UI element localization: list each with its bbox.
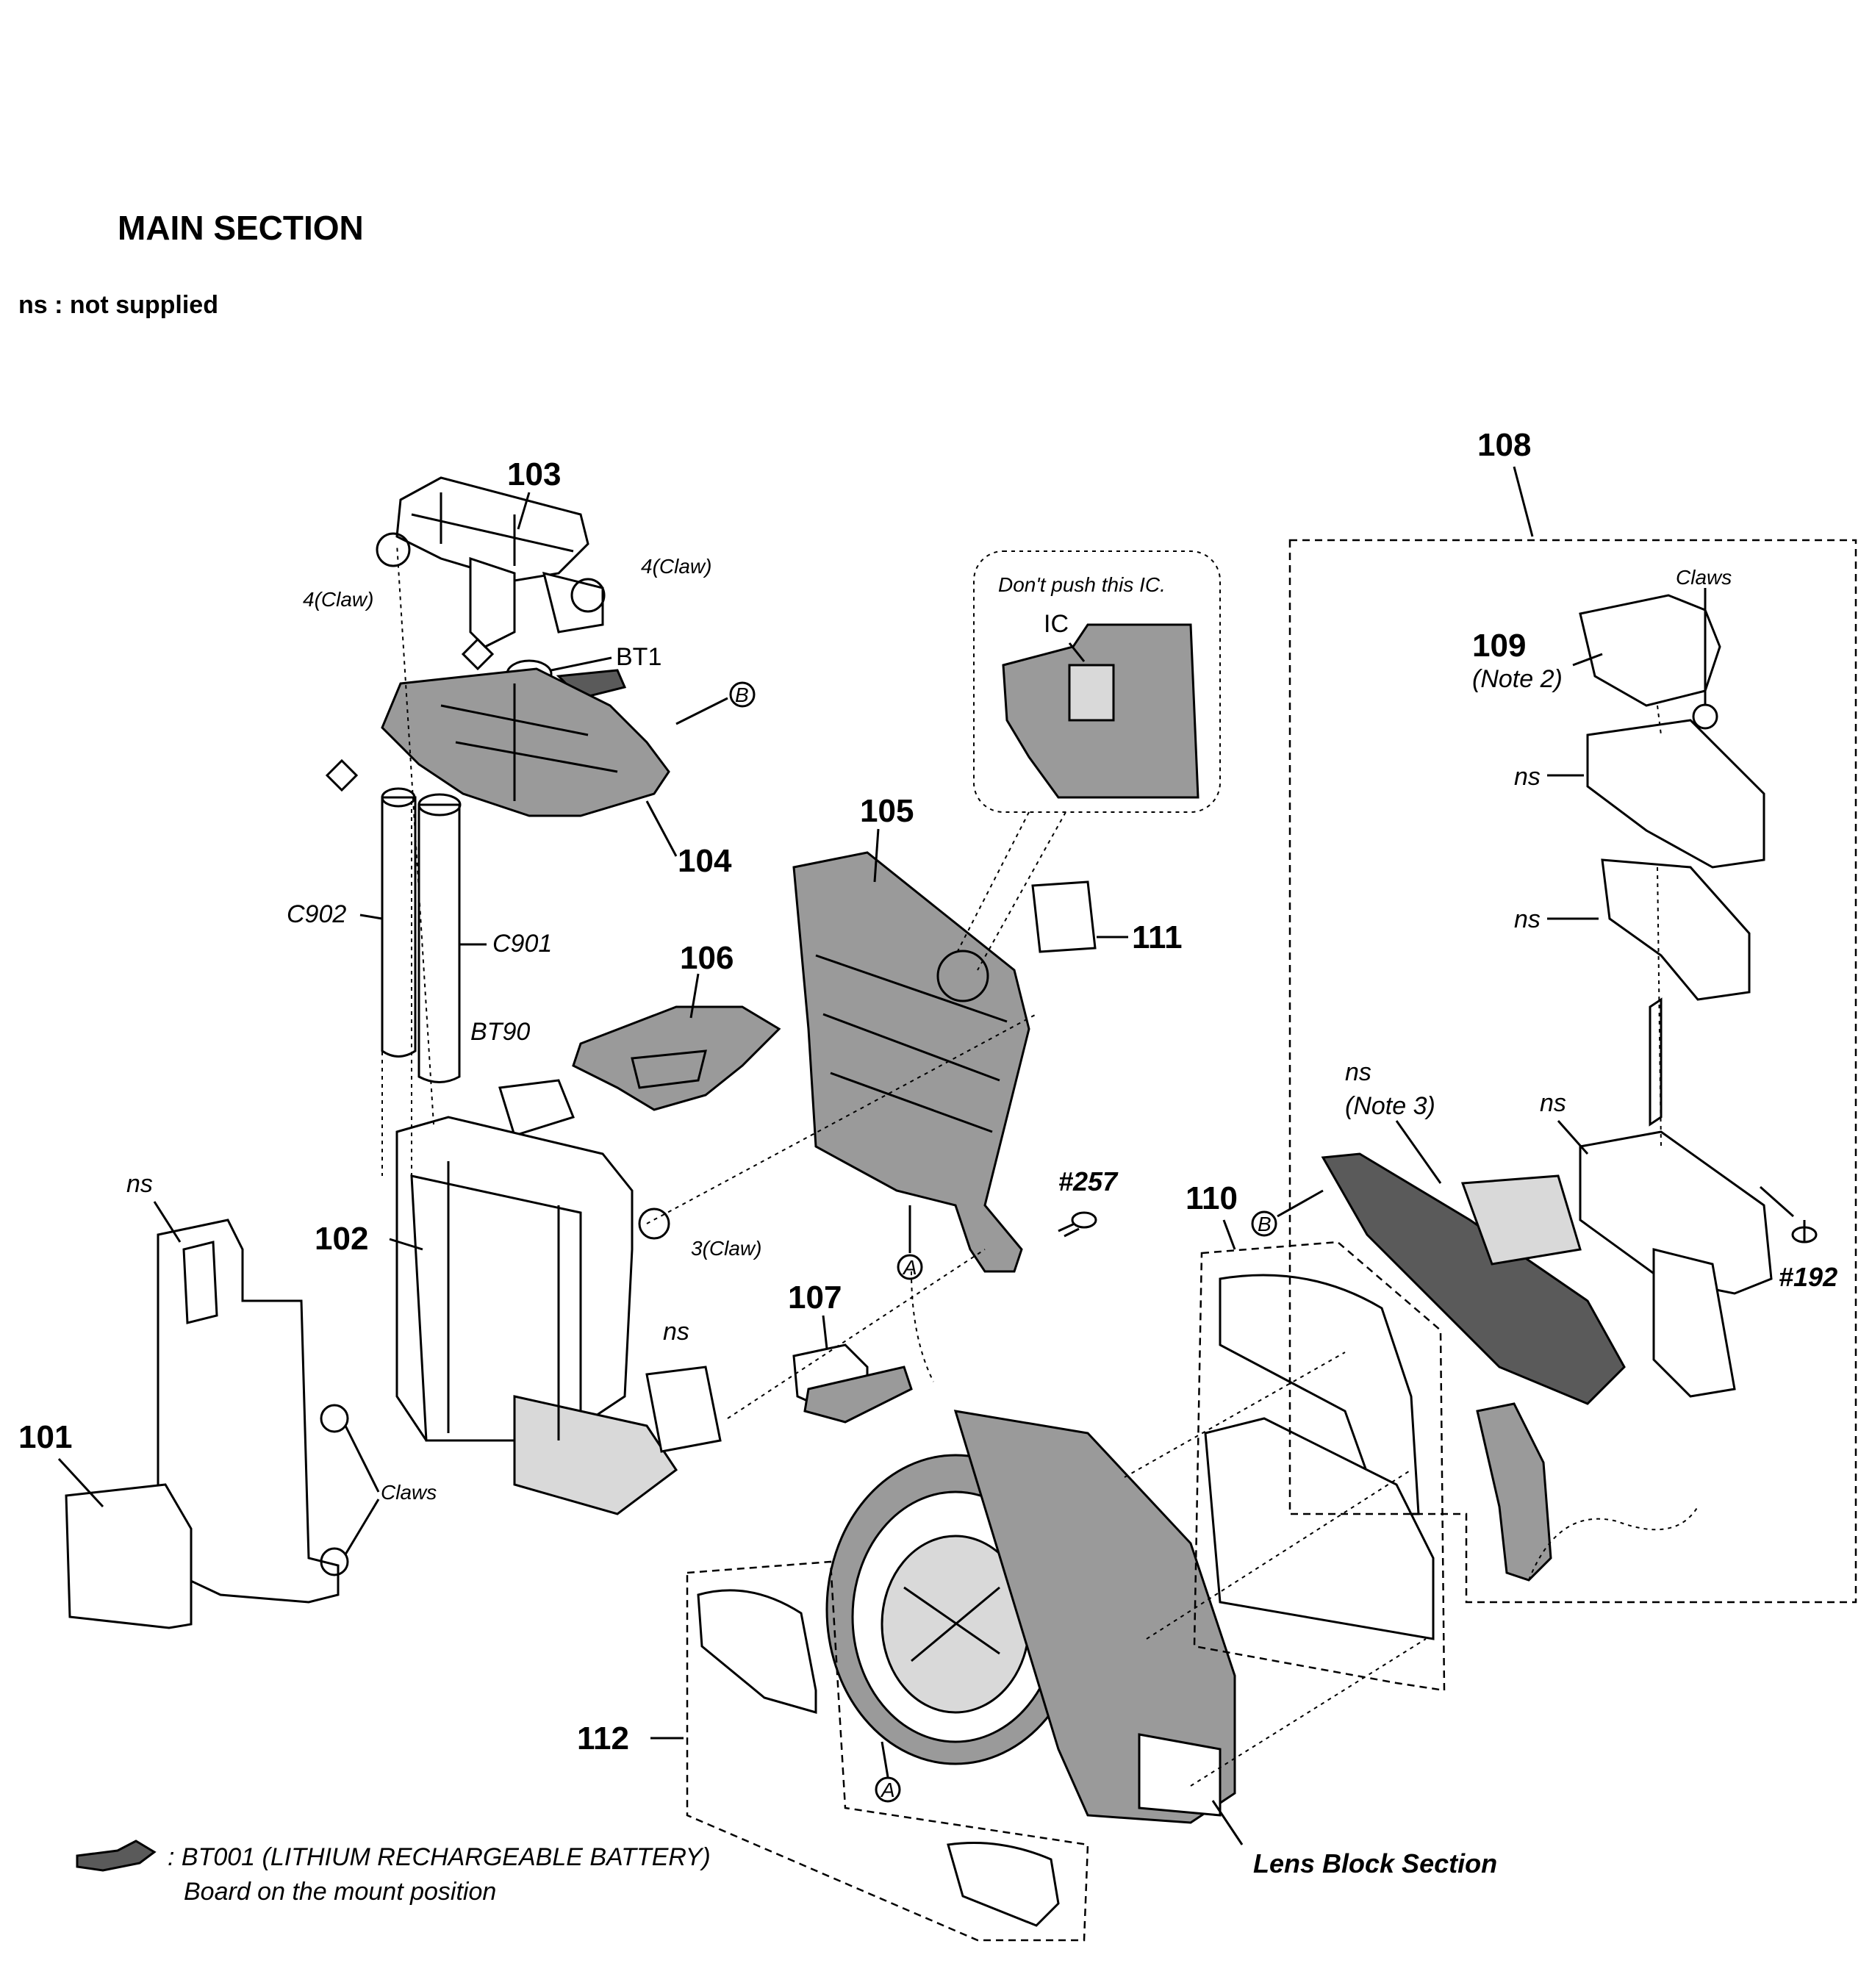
callout-111: 111 (1132, 919, 1183, 955)
part-104-main-board (381, 667, 756, 817)
part-112-sheets (686, 1560, 1089, 1942)
callout-257: #257 (1058, 1166, 1119, 1196)
marker-a-lens: A (880, 1779, 895, 1801)
part-103-top-bracket (376, 476, 606, 648)
lens-block-label: Lens Block Section (1253, 1848, 1497, 1878)
ns-bracket-small (645, 1366, 722, 1453)
component-c901: C901 (492, 930, 552, 958)
part-111-sheet (1031, 880, 1097, 953)
part-101-rear-plate (65, 1219, 349, 1629)
callout-104: 104 (678, 843, 732, 879)
claw-label-3: 3(Claw) (691, 1237, 761, 1260)
callout-103: 103 (507, 456, 561, 492)
screw-192 (1791, 1220, 1818, 1244)
callout-110: 110 (1186, 1180, 1238, 1216)
callout-101: 101 (18, 1419, 72, 1455)
marker-a-chassis: A (902, 1256, 917, 1279)
footnote-battery: : BT001 (LITHIUM RECHARGEABLE BATTERY) (168, 1843, 711, 1871)
diamond-marker-icon (461, 637, 495, 671)
claws-label-right: Claws (1676, 566, 1732, 589)
note-3: (Note 3) (1345, 1092, 1435, 1120)
component-bt90: BT90 (470, 1018, 530, 1046)
ns-label-108d: ns (1345, 1058, 1371, 1086)
claws-label-left: Claws (381, 1481, 437, 1504)
ns-label-108c: ns (1540, 1089, 1566, 1117)
callout-102: 102 (315, 1221, 368, 1257)
part-110-sheets (1193, 1241, 1446, 1692)
component-bt1: BT1 (616, 643, 661, 671)
claw-label-right: 4(Claw) (641, 555, 711, 578)
ns-label-101: ns (126, 1170, 153, 1198)
callout-109: 109 (1472, 628, 1526, 664)
bt90-holder (498, 1079, 575, 1137)
ns-label-102: ns (663, 1318, 689, 1346)
section-title: MAIN SECTION (118, 209, 364, 247)
footnote-position: Board on the mount position (184, 1878, 496, 1906)
battery-mark-icon (76, 1840, 157, 1872)
part-106-plate (572, 1005, 781, 1111)
capacitors-c901-c902 (325, 758, 462, 1083)
callout-105: 105 (860, 793, 914, 829)
component-c902: C902 (287, 900, 346, 928)
ns-label-109b: ns (1514, 905, 1541, 933)
part-102-frame (395, 1116, 678, 1515)
ns-label-109a: ns (1514, 763, 1541, 791)
part-107-bracket (792, 1343, 913, 1424)
ns-legend: ns : not supplied (18, 291, 218, 319)
claw-label-left: 4(Claw) (303, 588, 373, 611)
ic-warning-text: Don't push this IC. (998, 573, 1166, 596)
callout-112: 112 (577, 1720, 629, 1756)
screw-257 (1058, 1211, 1097, 1238)
marker-b-top: B (735, 683, 749, 706)
callout-106: 106 (680, 940, 734, 976)
diamond-marker-icon (325, 758, 359, 792)
callout-192: #192 (1779, 1262, 1837, 1292)
part-108-assembly (1288, 539, 1857, 1604)
component-ic: IC (1044, 610, 1069, 638)
note-2: (Note 2) (1472, 665, 1563, 693)
lens-block (825, 1410, 1236, 1824)
callout-108: 108 (1477, 427, 1531, 463)
marker-b-flex: B (1258, 1213, 1272, 1235)
ic-inset-callout (955, 550, 1221, 971)
callout-107: 107 (788, 1280, 842, 1316)
part-105-chassis (792, 851, 1030, 1273)
